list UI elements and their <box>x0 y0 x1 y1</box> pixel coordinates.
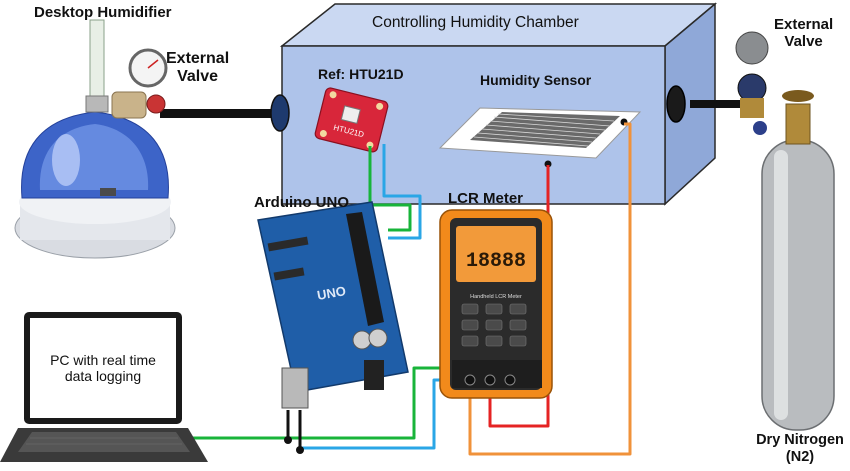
htu21d-board: HTU21D <box>314 87 389 153</box>
label-arduino: Arduino UNO <box>254 194 349 211</box>
wire-orange-sensor <box>468 122 632 456</box>
left-inlet-pipe <box>160 94 290 132</box>
chamber-title: Controlling Humidity Chamber <box>372 14 579 31</box>
humidity-sensor-strip <box>438 107 642 168</box>
desktop-humidifier <box>14 19 176 259</box>
label-external-valve-left: External Valve <box>166 50 229 87</box>
label-dry-nitrogen-line1: Dry Nitrogen <box>756 432 844 448</box>
laptop-screen <box>30 318 176 418</box>
label-external-valve-right: External Valve <box>774 16 833 51</box>
label-dry-nitrogen-line2: (N2) <box>785 448 815 465</box>
lcr-terminal-2 <box>484 374 496 386</box>
left-inlet-valve-cap <box>270 94 290 132</box>
lcr-terminal-1 <box>464 374 476 386</box>
lcr-model-text: Handheld LCR Meter <box>470 294 522 300</box>
wire-blue-htu <box>382 144 422 240</box>
label-desktop-humidifier: Desktop Humidifier <box>34 4 172 21</box>
label-pc-line2: data logging <box>64 368 142 385</box>
label-lcr-meter: LCR Meter <box>448 190 524 207</box>
arduino-uno: UNO <box>257 201 409 409</box>
lcr-meter: 18888 Handheld LCR Meter <box>439 209 553 399</box>
label-pc: PC with real time data logging <box>40 352 166 384</box>
sensor-contact-left <box>544 160 552 168</box>
lcr-terminal-3 <box>504 374 516 386</box>
label-dry-nitrogen: Dry Nitrogen (N2) <box>752 432 848 465</box>
label-external-valve-right-line2: Valve <box>784 33 823 51</box>
wire-green-pc <box>190 366 450 440</box>
nitrogen-cylinder <box>735 31 835 431</box>
label-pc-line1: PC with real time <box>50 352 156 368</box>
label-humidity-sensor: Humidity Sensor <box>480 72 592 88</box>
wire-green-htu <box>368 146 412 232</box>
right-outlet-valve-cap <box>666 85 686 123</box>
label-external-valve-left-line2: Valve <box>177 68 219 86</box>
right-outlet-pipe <box>666 85 740 123</box>
laptop <box>0 312 208 462</box>
label-external-valve-right-line1: External <box>774 16 834 33</box>
label-ref-sensor: Ref: HTU21D <box>318 66 404 82</box>
label-external-valve-left-line1: External <box>166 50 230 67</box>
lcr-display-digits: 18888 <box>466 250 526 273</box>
arduino-brand-text: UNO <box>316 283 347 303</box>
lcr-display <box>456 226 536 282</box>
